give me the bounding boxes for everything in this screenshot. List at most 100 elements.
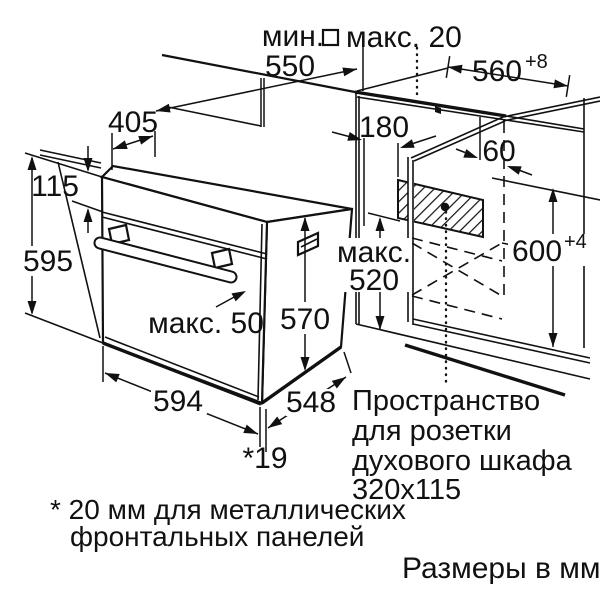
arrow-550-right — [342, 67, 357, 77]
cabinet-top-edge-b — [502, 100, 600, 122]
arrow-560-left — [448, 64, 463, 74]
arrow-594-left — [105, 373, 120, 383]
arrow-594-right — [243, 424, 258, 434]
arrow-548-right — [331, 377, 346, 389]
socket-note-line3: духового шкафа — [352, 445, 573, 477]
label-405: 405 — [108, 106, 158, 139]
label-max20: макс. 20 — [346, 21, 462, 54]
dim-180-right-line — [412, 135, 437, 145]
worktop-front-edge-inner — [356, 96, 507, 121]
hidden-diagonal-2 — [411, 242, 503, 297]
cabinet-front-top-b — [413, 120, 506, 162]
arrow-560-right — [553, 79, 568, 89]
arrow-60-left-point — [507, 166, 522, 175]
walls-and-countertop — [39, 53, 585, 339]
oven-side-bottom-edge — [261, 345, 342, 405]
hidden-shelf-edge — [411, 237, 503, 262]
handle-bar — [95, 238, 236, 282]
socket-note-line2: для розетки — [352, 415, 512, 447]
label-backing-520 — [336, 238, 412, 292]
label-594: 594 — [153, 385, 203, 418]
dim-60-right-line — [519, 169, 533, 176]
cabinet-front-top-a — [410, 116, 504, 159]
cabinet-top-edge-a — [502, 96, 600, 118]
arrow-60-right-point — [463, 149, 478, 158]
arrow-115-up — [83, 208, 93, 222]
arrow-115-down — [83, 158, 93, 172]
oven-door-bottom-edge — [102, 341, 262, 406]
label-600-tolerance: +4 — [564, 231, 587, 253]
ext-bottom-edge — [24, 312, 104, 344]
cabinet-bottom-edge — [355, 323, 591, 380]
label-548: 548 — [286, 386, 336, 419]
arrow-570-down — [300, 357, 310, 371]
dim-60-left-line — [455, 148, 466, 154]
arrow-405-right — [138, 136, 153, 145]
control-panel-bottom-b — [101, 216, 268, 260]
arrow-50 — [231, 291, 246, 302]
counter-edge-left-b — [39, 154, 102, 169]
left-wall-corner — [57, 161, 101, 339]
oven-door-bottom-inner — [104, 336, 260, 398]
label-backing-570 — [279, 302, 331, 334]
ext-548-right — [343, 351, 352, 374]
labels: мин. 550 макс. 20 560 +8 405 115 595 мак… — [23, 20, 600, 585]
label-600: 600 — [512, 235, 562, 268]
worktop-front-edge — [354, 90, 507, 118]
tick-520-top — [367, 212, 401, 222]
handle-bracket-left — [107, 223, 131, 246]
label-60: 60 — [482, 135, 515, 168]
label-180: 180 — [359, 111, 409, 144]
label-560: 560 — [472, 55, 522, 88]
arrow-595-up — [27, 156, 37, 170]
side-vent-inner — [300, 238, 318, 248]
label-115: 115 — [31, 170, 79, 203]
handle-bracket-right — [210, 247, 234, 270]
arrow-595-down — [27, 301, 37, 315]
arrow-548-left — [268, 416, 283, 428]
label-backing-548 — [286, 389, 336, 416]
socket-point — [440, 202, 450, 212]
dim-560-line — [447, 66, 569, 87]
label-backing-600 — [508, 234, 600, 266]
arrow-520-up — [375, 217, 385, 231]
socket-note-line4: 320x115 — [352, 474, 461, 506]
label-min: мин. — [262, 20, 324, 53]
inner-wall-edge — [167, 106, 262, 127]
label-max50: макс. 50 — [148, 307, 264, 340]
plinth-edge-a — [412, 318, 591, 359]
hidden-bottom-edge — [411, 295, 503, 320]
door-right-inner-edge — [257, 223, 263, 401]
socket-note-line1: Пространство — [352, 385, 540, 417]
dim-50-line — [215, 295, 237, 308]
label-door-19: *19 — [242, 442, 287, 475]
ext-panel-bottom — [71, 200, 104, 213]
arrow-550-left — [156, 103, 171, 113]
tall-cabinet — [355, 93, 600, 397]
arrow-600-up — [548, 188, 558, 202]
arrow-600-down — [548, 333, 558, 347]
arrow-180-right-point — [347, 132, 362, 141]
arrow-405-left — [113, 140, 128, 149]
label-520: 520 — [349, 264, 399, 297]
footnote-line1: * 20 мм для металлических — [50, 494, 406, 525]
arrow-180-left-point — [400, 139, 415, 148]
tick-560-right — [565, 74, 571, 98]
worktop-measure-mark — [435, 106, 441, 114]
worktop-square-symbol — [321, 28, 340, 47]
back-wall-edge — [161, 53, 356, 94]
tick-560-left — [445, 55, 451, 79]
arrow-520-down — [375, 316, 385, 330]
dim-550-line — [155, 68, 358, 112]
label-backing-594 — [151, 386, 207, 414]
arrow-570-up — [300, 217, 310, 231]
socket-area — [397, 178, 484, 239]
ext-top-edge — [24, 152, 103, 178]
label-570: 570 — [280, 303, 330, 336]
control-panel-bottom-a — [101, 211, 268, 255]
oven-front-face — [100, 175, 269, 405]
label-560-tolerance: +8 — [525, 51, 548, 73]
oven — [93, 164, 354, 406]
